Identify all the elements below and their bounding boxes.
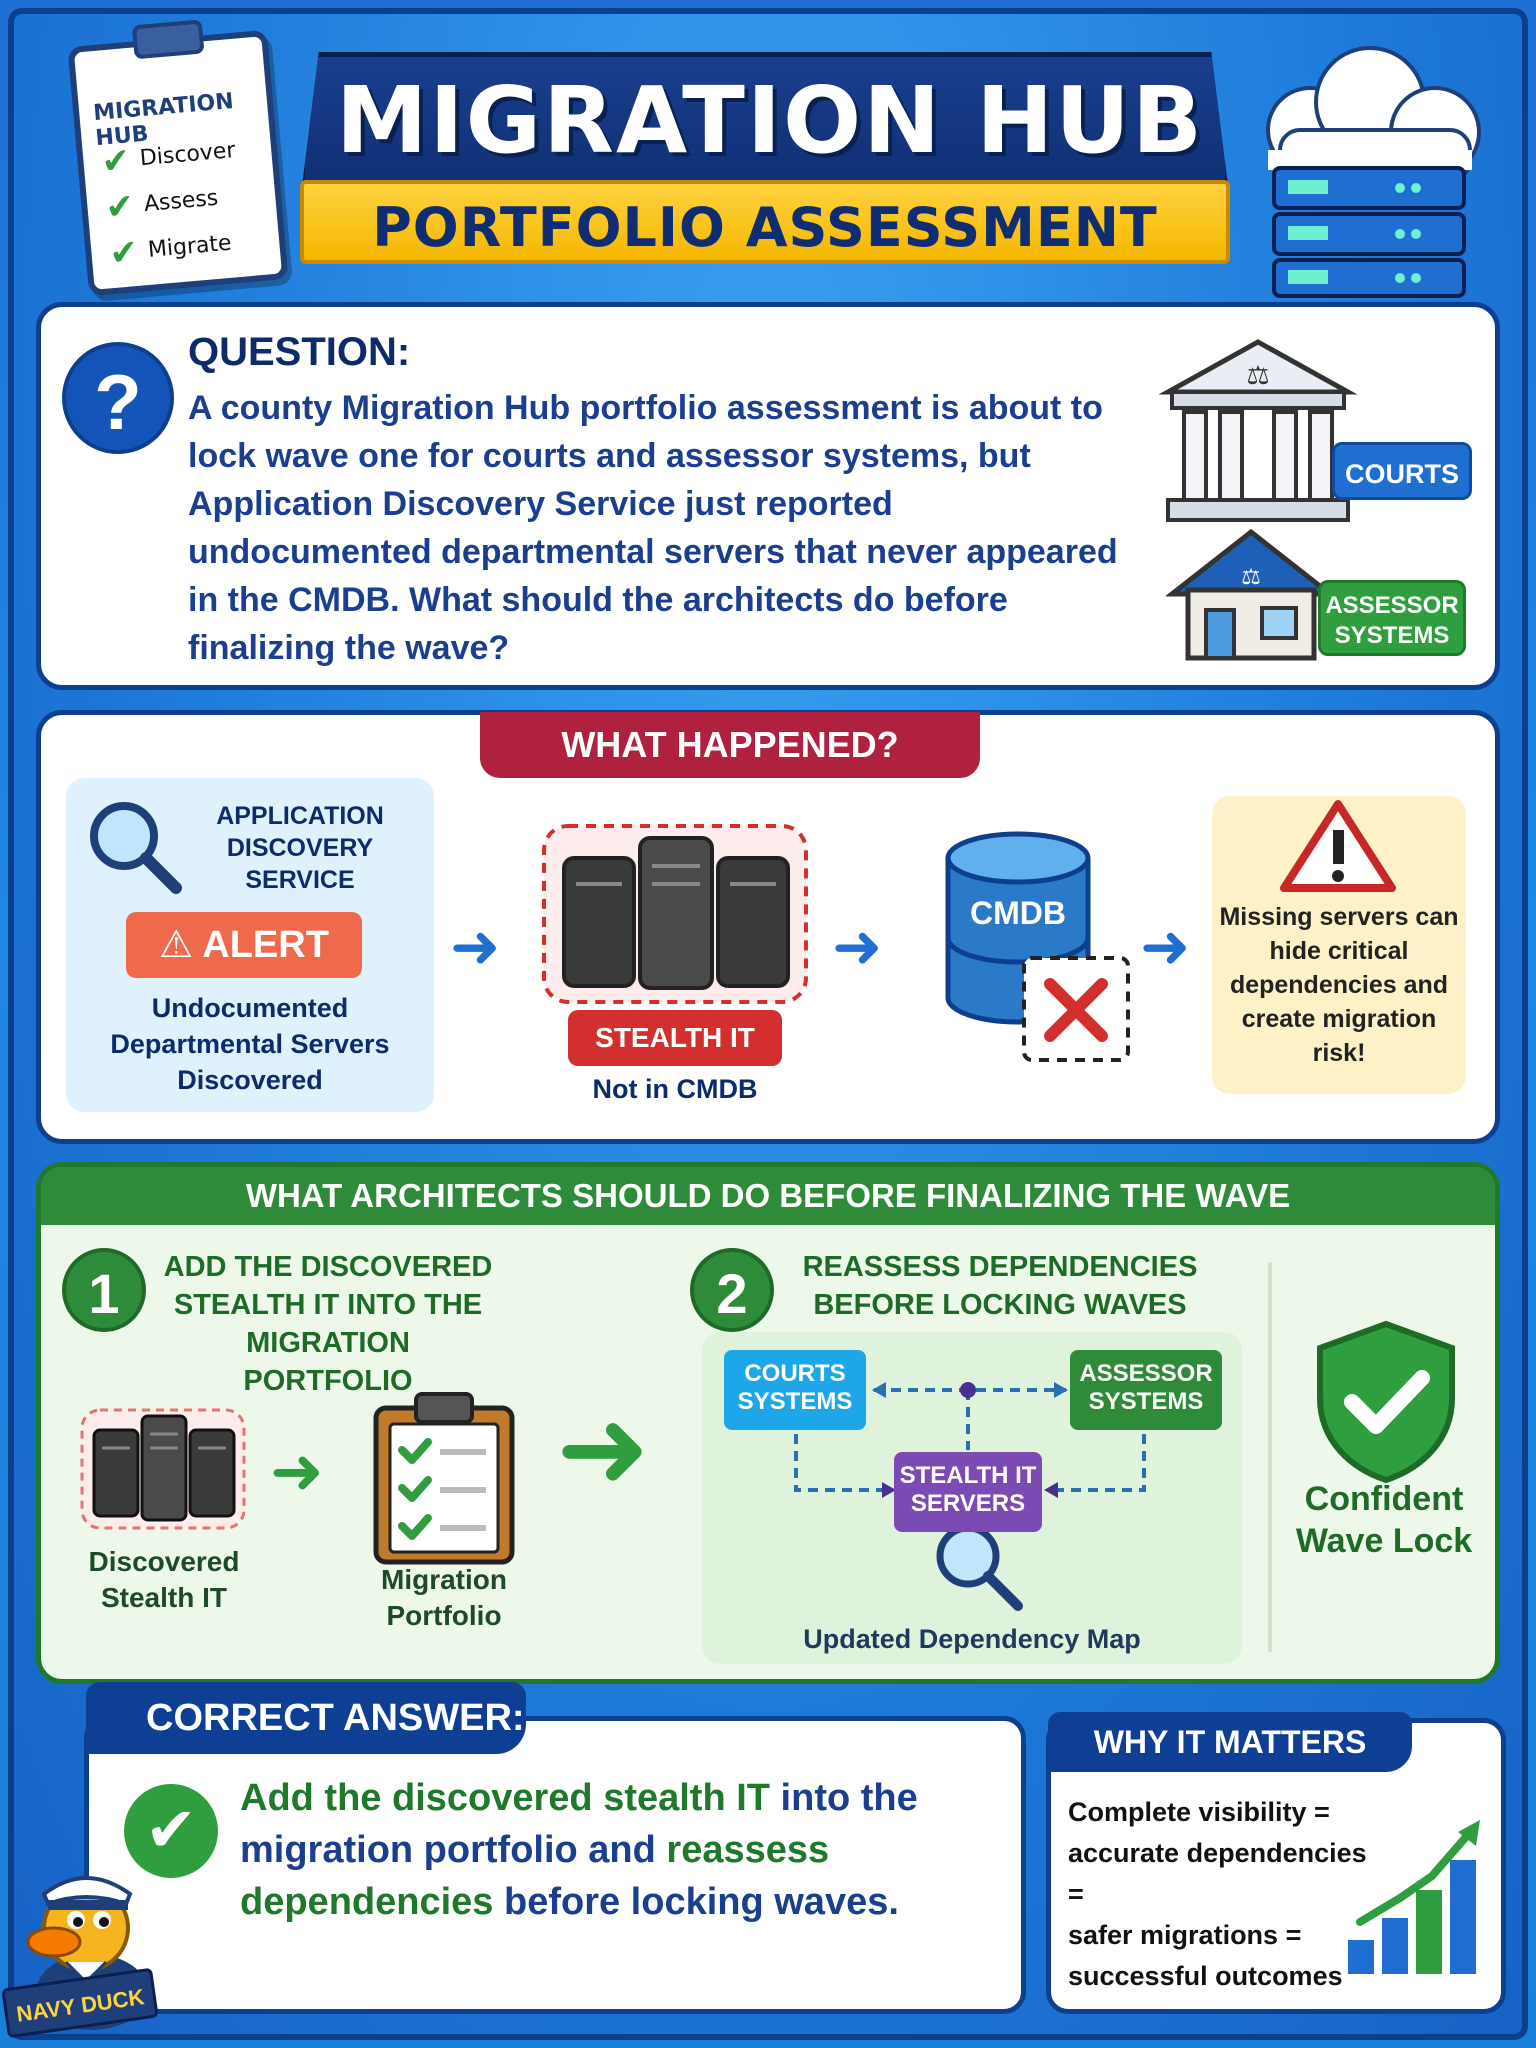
correct-answer-panel bbox=[84, 1716, 1026, 2014]
divider bbox=[1268, 1262, 1272, 1652]
duck-mascot-icon bbox=[26, 1876, 148, 2030]
check-icon: ✔ bbox=[103, 186, 136, 229]
cmdb-label: CMDB bbox=[970, 895, 1066, 931]
warning-triangle-icon bbox=[1280, 800, 1396, 892]
why-it-matters-text: Complete visibility =accurate dependenci… bbox=[1068, 1797, 1367, 1991]
svg-text:⚖: ⚖ bbox=[1241, 565, 1261, 590]
question-text: A county Migration Hub portfolio assessm… bbox=[188, 389, 1118, 667]
assessor-systems-node: ASSESSOR SYSTEMS bbox=[1070, 1350, 1222, 1430]
clipboard-icon: MIGRATION HUB ✔Discover ✔Assess ✔Migrate bbox=[67, 19, 289, 297]
discovery-service-title: APPLICATION DISCOVERY SERVICE bbox=[216, 802, 384, 894]
dependency-lines bbox=[794, 1382, 1146, 1611]
page-subtitle: PORTFOLIO ASSESSMENT bbox=[372, 196, 1158, 259]
risk-warning-text: Missing servers can hide critical depend… bbox=[1219, 903, 1459, 1067]
stealth-it-servers-node: STEALTH IT SERVERS bbox=[894, 1452, 1042, 1532]
correct-answer-heading: CORRECT ANSWER: bbox=[86, 1682, 526, 1754]
servers-icon bbox=[80, 1408, 246, 1530]
stealth-it-badge: STEALTH IT bbox=[568, 1010, 782, 1066]
title-banner: MIGRATION HUB bbox=[300, 52, 1230, 202]
database-icon: CMDB bbox=[945, 831, 1130, 1062]
migration-portfolio-label: Migration Portfolio bbox=[381, 1564, 507, 1631]
check-circle-icon: ✔ bbox=[124, 1784, 218, 1878]
step-1-number: 1 bbox=[62, 1248, 146, 1332]
clipboard-item-migrate: ✔Migrate bbox=[107, 230, 233, 275]
courthouse-icon: ⚖ bbox=[1158, 339, 1358, 522]
what-happened-heading: WHAT HAPPENED? bbox=[480, 712, 980, 778]
clipboard-item-assess: ✔Assess bbox=[103, 185, 220, 229]
svg-text:⚖: ⚖ bbox=[1246, 361, 1269, 391]
page-title: MIGRATION HUB bbox=[335, 67, 1205, 174]
alert-badge: ⚠ ALERT bbox=[126, 912, 362, 978]
warning-icon: ⚠ bbox=[159, 924, 203, 966]
courts-tag: COURTS bbox=[1332, 442, 1472, 500]
step-1-title: ADD THE DISCOVERED STEALTH IT INTO THE M… bbox=[163, 1251, 493, 1397]
discovered-stealth-it-label: Discovered Stealth IT bbox=[88, 1546, 240, 1613]
question-mark-icon: ? bbox=[62, 342, 174, 454]
arrow-right-icon: ➜ bbox=[270, 1435, 324, 1507]
stealth-servers-icon bbox=[542, 824, 808, 1004]
clipboard-clip bbox=[131, 19, 205, 60]
checklist-clipboard-icon bbox=[373, 1392, 515, 1565]
shield-check-icon bbox=[1317, 1320, 1455, 1484]
step-2-number: 2 bbox=[690, 1248, 774, 1332]
confident-wave-lock-label: Confident Wave Lock bbox=[1295, 1480, 1473, 1560]
dependency-map-label: Updated Dependency Map bbox=[803, 1624, 1141, 1654]
assessor-tag: ASSESSOR SYSTEMS bbox=[1318, 580, 1466, 656]
architects-heading: WHAT ARCHITECTS SHOULD DO BEFORE FINALIZ… bbox=[41, 1167, 1495, 1225]
arrow-right-icon: ➜ bbox=[450, 913, 501, 980]
arrow-right-icon: ➜ bbox=[1140, 913, 1191, 980]
not-in-cmdb-label: Not in CMDB bbox=[592, 1074, 758, 1104]
discovery-description: Undocumented Departmental Servers Discov… bbox=[110, 993, 390, 1095]
courts-systems-node: COURTS SYSTEMS bbox=[724, 1350, 866, 1430]
magnifier-icon bbox=[90, 802, 182, 894]
house-icon: ⚖ bbox=[1166, 528, 1336, 661]
check-icon: ✔ bbox=[99, 140, 132, 183]
arrow-right-icon: ➜ bbox=[832, 913, 883, 980]
subtitle-ribbon: PORTFOLIO ASSESSMENT bbox=[300, 180, 1230, 264]
why-it-matters-heading: WHY IT MATTERS bbox=[1048, 1712, 1412, 1772]
check-icon: ✔ bbox=[107, 231, 140, 275]
correct-answer-text: Add the discovered stealth IT into the m… bbox=[240, 1777, 918, 1923]
growth-chart-icon bbox=[1348, 1820, 1480, 1974]
question-label: QUESTION: bbox=[188, 330, 411, 374]
arrow-right-icon: ➜ bbox=[556, 1386, 650, 1511]
cloud-server-icon bbox=[1266, 46, 1481, 298]
step-2-title: REASSESS DEPENDENCIES BEFORE LOCKING WAV… bbox=[802, 1251, 1198, 1321]
